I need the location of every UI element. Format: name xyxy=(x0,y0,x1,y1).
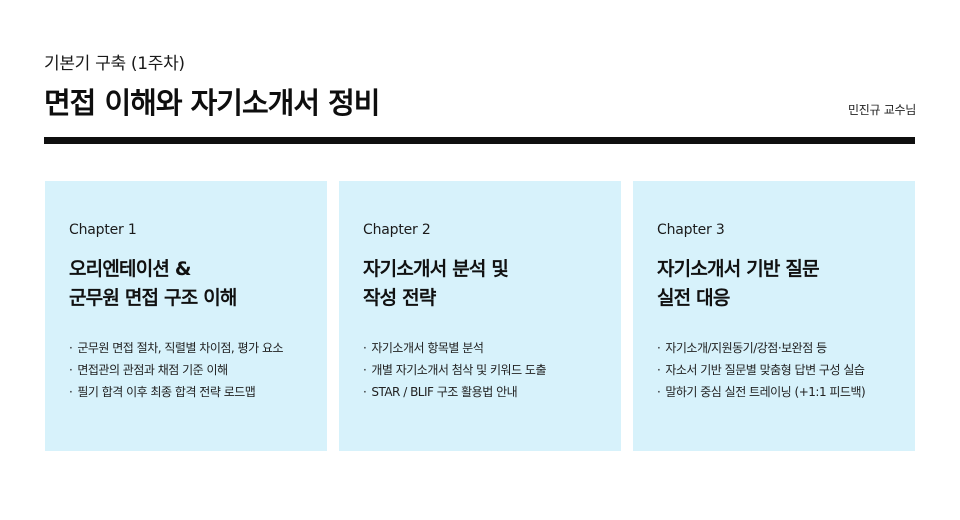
chapter-label: Chapter 3 xyxy=(657,222,725,238)
chapter-topics: 자기소개서 항목별 분석 개별 자기소개서 첨삭 및 키워드 도출 STAR /… xyxy=(363,337,546,403)
chapter-card-2: Chapter 2 자기소개서 분석 및 작성 전략 자기소개서 항목별 분석 … xyxy=(339,181,621,451)
instructor-name: 민진규 교수님 xyxy=(848,103,916,117)
topic-item: 자소서 기반 질문별 맞춤형 답변 구성 실습 xyxy=(657,359,865,381)
chapter-title: 오리엔테이션 & 군무원 면접 구조 이해 xyxy=(69,258,237,309)
topic-item: 필기 합격 이후 최종 합격 전략 로드맵 xyxy=(69,381,283,403)
chapter-label: Chapter 1 xyxy=(69,222,137,238)
course-subtitle: 기본기 구축 (1주차) xyxy=(44,54,185,74)
chapter-label: Chapter 2 xyxy=(363,222,431,238)
chapter-card-3: Chapter 3 자기소개서 기반 질문 실전 대응 자기소개/지원동기/강점… xyxy=(633,181,915,451)
topic-item: 개별 자기소개서 첨삭 및 키워드 도출 xyxy=(363,359,546,381)
chapter-topics: 자기소개/지원동기/강점·보완점 등 자소서 기반 질문별 맞춤형 답변 구성 … xyxy=(657,337,865,403)
topic-item: 군무원 면접 절차, 직렬별 차이점, 평가 요소 xyxy=(69,337,283,359)
page-title: 면접 이해와 자기소개서 정비 xyxy=(44,86,380,120)
topic-item: STAR / BLIF 구조 활용법 안내 xyxy=(363,381,546,403)
title-divider xyxy=(44,137,915,144)
chapter-topics: 군무원 면접 절차, 직렬별 차이점, 평가 요소 면접관의 관점과 채점 기준… xyxy=(69,337,283,403)
chapter-cards: Chapter 1 오리엔테이션 & 군무원 면접 구조 이해 군무원 면접 절… xyxy=(45,181,915,451)
chapter-title: 자기소개서 분석 및 작성 전략 xyxy=(363,258,509,309)
topic-item: 자기소개서 항목별 분석 xyxy=(363,337,546,359)
chapter-title: 자기소개서 기반 질문 실전 대응 xyxy=(657,258,820,309)
topic-item: 말하기 중심 실전 트레이닝 (+1:1 피드백) xyxy=(657,381,865,403)
chapter-card-1: Chapter 1 오리엔테이션 & 군무원 면접 구조 이해 군무원 면접 절… xyxy=(45,181,327,451)
topic-item: 자기소개/지원동기/강점·보완점 등 xyxy=(657,337,865,359)
topic-item: 면접관의 관점과 채점 기준 이해 xyxy=(69,359,283,381)
